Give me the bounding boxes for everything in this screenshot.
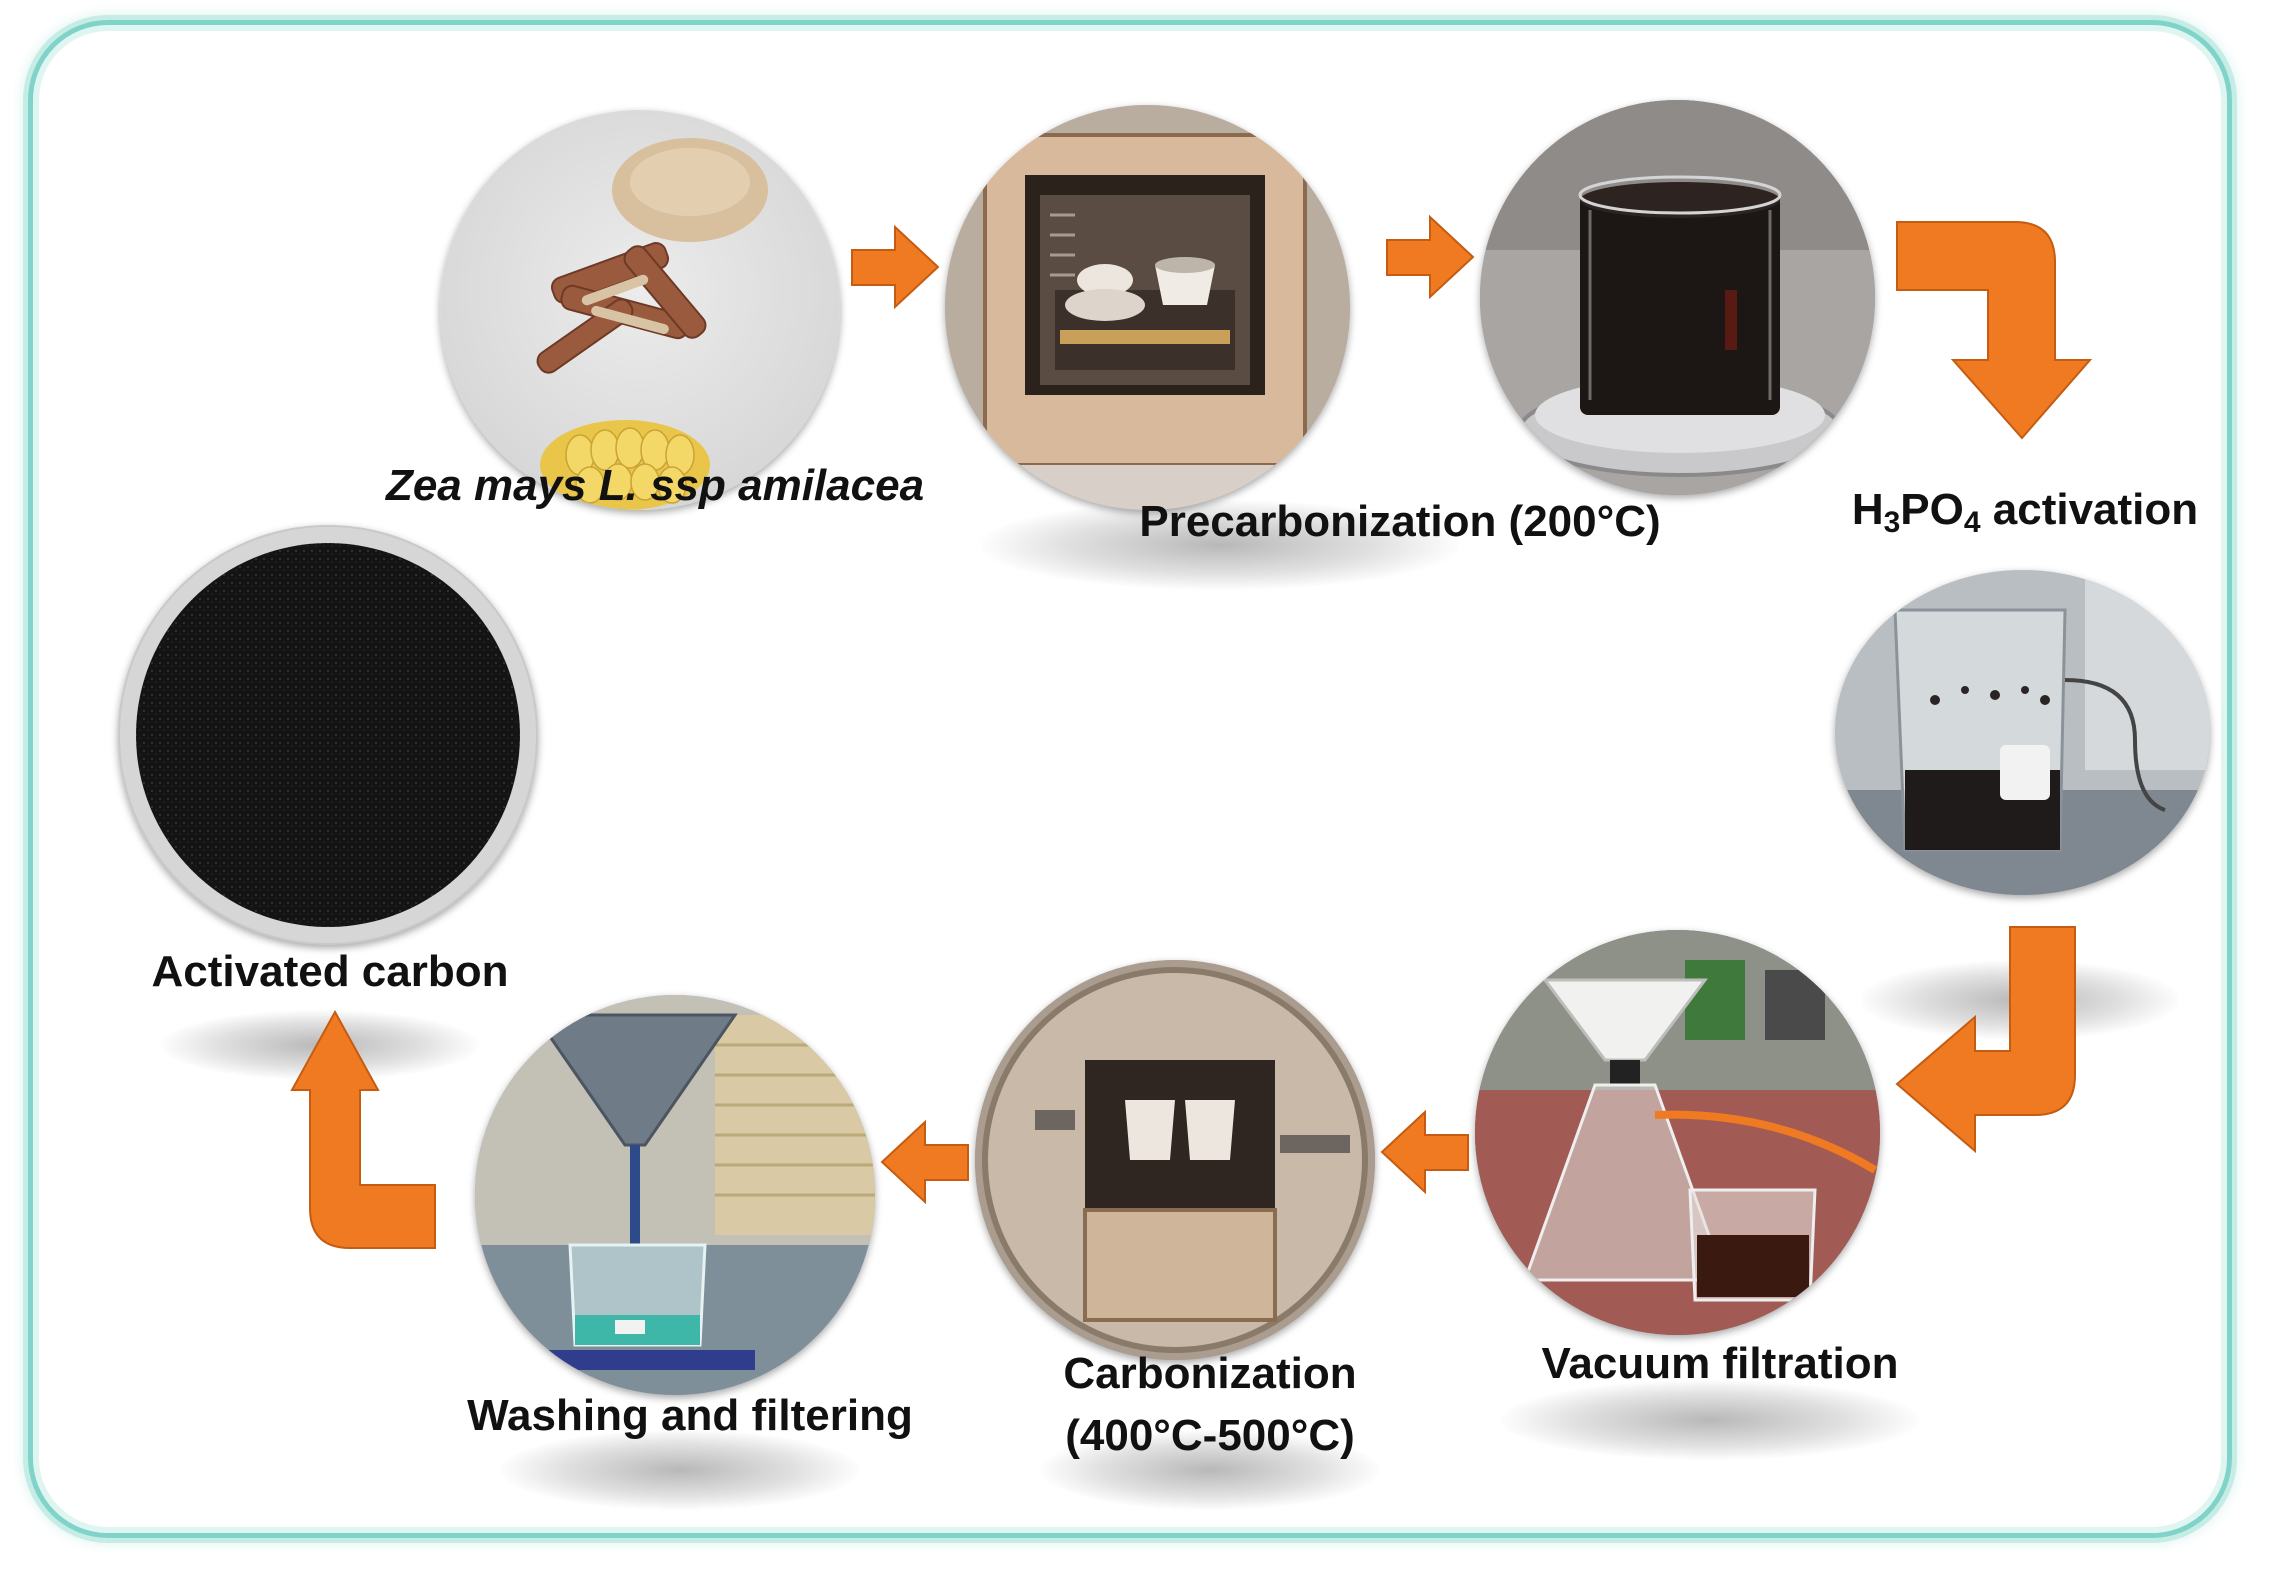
carbonization-furnace-photo	[975, 960, 1375, 1360]
label-shadow	[500, 1430, 860, 1510]
label-shadow	[1040, 1430, 1380, 1510]
arrow-left-1	[1380, 1110, 1469, 1195]
raw-material-label: Zea mays L. ssp amilacea	[385, 461, 925, 510]
label-shadow	[980, 500, 1460, 590]
label-shadow	[1500, 1380, 1920, 1460]
carbonization-label-line2: (400°C-500°C)	[1065, 1411, 1355, 1460]
precarbonization-label: Precarbonization (200°C)	[1139, 497, 1661, 546]
washing-label: Washing and filtering	[467, 1391, 913, 1440]
activated-carbon-photo	[118, 525, 538, 945]
diagram-frame	[28, 20, 2232, 1538]
formula-h: H	[1851, 485, 1884, 534]
arrow-curve-left	[1895, 926, 2076, 1154]
activated-carbon-label: Activated carbon	[151, 947, 509, 996]
washing-photo	[475, 995, 875, 1395]
vacuum-filtration-photo	[1475, 930, 1880, 1335]
heating-beaker-photo	[1480, 100, 1875, 495]
arrow-right-1	[851, 225, 940, 310]
arrow-left-2	[880, 1120, 969, 1205]
vacuum-filtration-label: Vacuum filtration	[1541, 1339, 1899, 1388]
formula-sub-4: 4	[1963, 506, 1981, 539]
arrow-right-2	[1386, 215, 1475, 300]
arrow-curve-up	[290, 1010, 436, 1249]
arrow-curve-down-1	[1896, 221, 2093, 440]
activation-beaker-photo	[1835, 570, 2210, 895]
activation-label: H3PO4 activation	[1815, 484, 2235, 539]
corn-photo	[440, 110, 840, 510]
formula-sub-3: 3	[1883, 506, 1901, 539]
activation-suffix: activation	[1980, 485, 2199, 534]
formula-po: PO	[1900, 485, 1964, 534]
furnace-photo	[945, 105, 1350, 510]
carbonization-label-line1: Carbonization	[1063, 1349, 1357, 1398]
